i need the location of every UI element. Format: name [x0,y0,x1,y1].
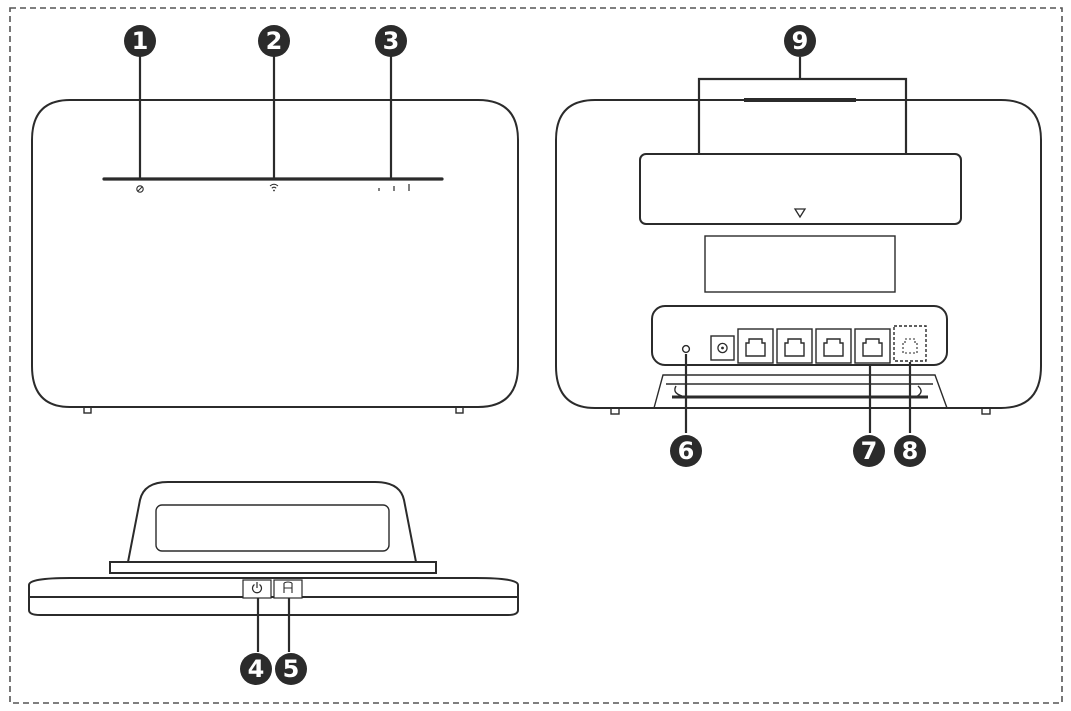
handle [127,481,417,563]
callout-2: 2 [258,25,290,57]
top-view [28,481,519,616]
svg-text:9: 9 [792,27,809,55]
callout-1: 1 [124,25,156,57]
lan-port-icon [776,328,813,364]
warning-triangle-icon [793,208,807,219]
callout-6: 6 [670,435,702,467]
svg-text:3: 3 [383,27,400,55]
svg-text:2: 2 [266,27,283,55]
stand [653,374,948,409]
lan-port-icon [854,328,891,364]
svg-text:4: 4 [248,655,265,683]
svg-text:5: 5 [283,655,300,683]
callout-9: 9 [784,25,816,57]
reset-hole [681,344,691,354]
port-panel [651,305,948,366]
callout-3: 3 [375,25,407,57]
leader-lines [138,56,912,652]
callout-8: 8 [894,435,926,467]
h-button-icon [283,581,293,593]
signal-icon [378,184,410,191]
rear-view [555,98,1042,415]
globe-icon [136,185,144,193]
lan-port-icon [737,328,774,364]
callout-5: 5 [275,653,307,685]
svg-text:1: 1 [132,27,149,55]
h-button[interactable] [273,579,303,599]
svg-text:7: 7 [861,437,878,465]
telephone-port-icon [893,325,927,362]
lan-port-icon [815,328,852,364]
power-icon [251,582,263,594]
svg-text:8: 8 [902,437,919,465]
wifi-icon [269,183,279,192]
dashed-frame [9,7,1063,704]
power-button[interactable] [242,579,272,599]
sim-card-cover [639,153,962,225]
dc-power-jack-icon [710,335,735,361]
svg-text:6: 6 [678,437,695,465]
callout-4: 4 [240,653,272,685]
callout-7: 7 [853,435,885,467]
